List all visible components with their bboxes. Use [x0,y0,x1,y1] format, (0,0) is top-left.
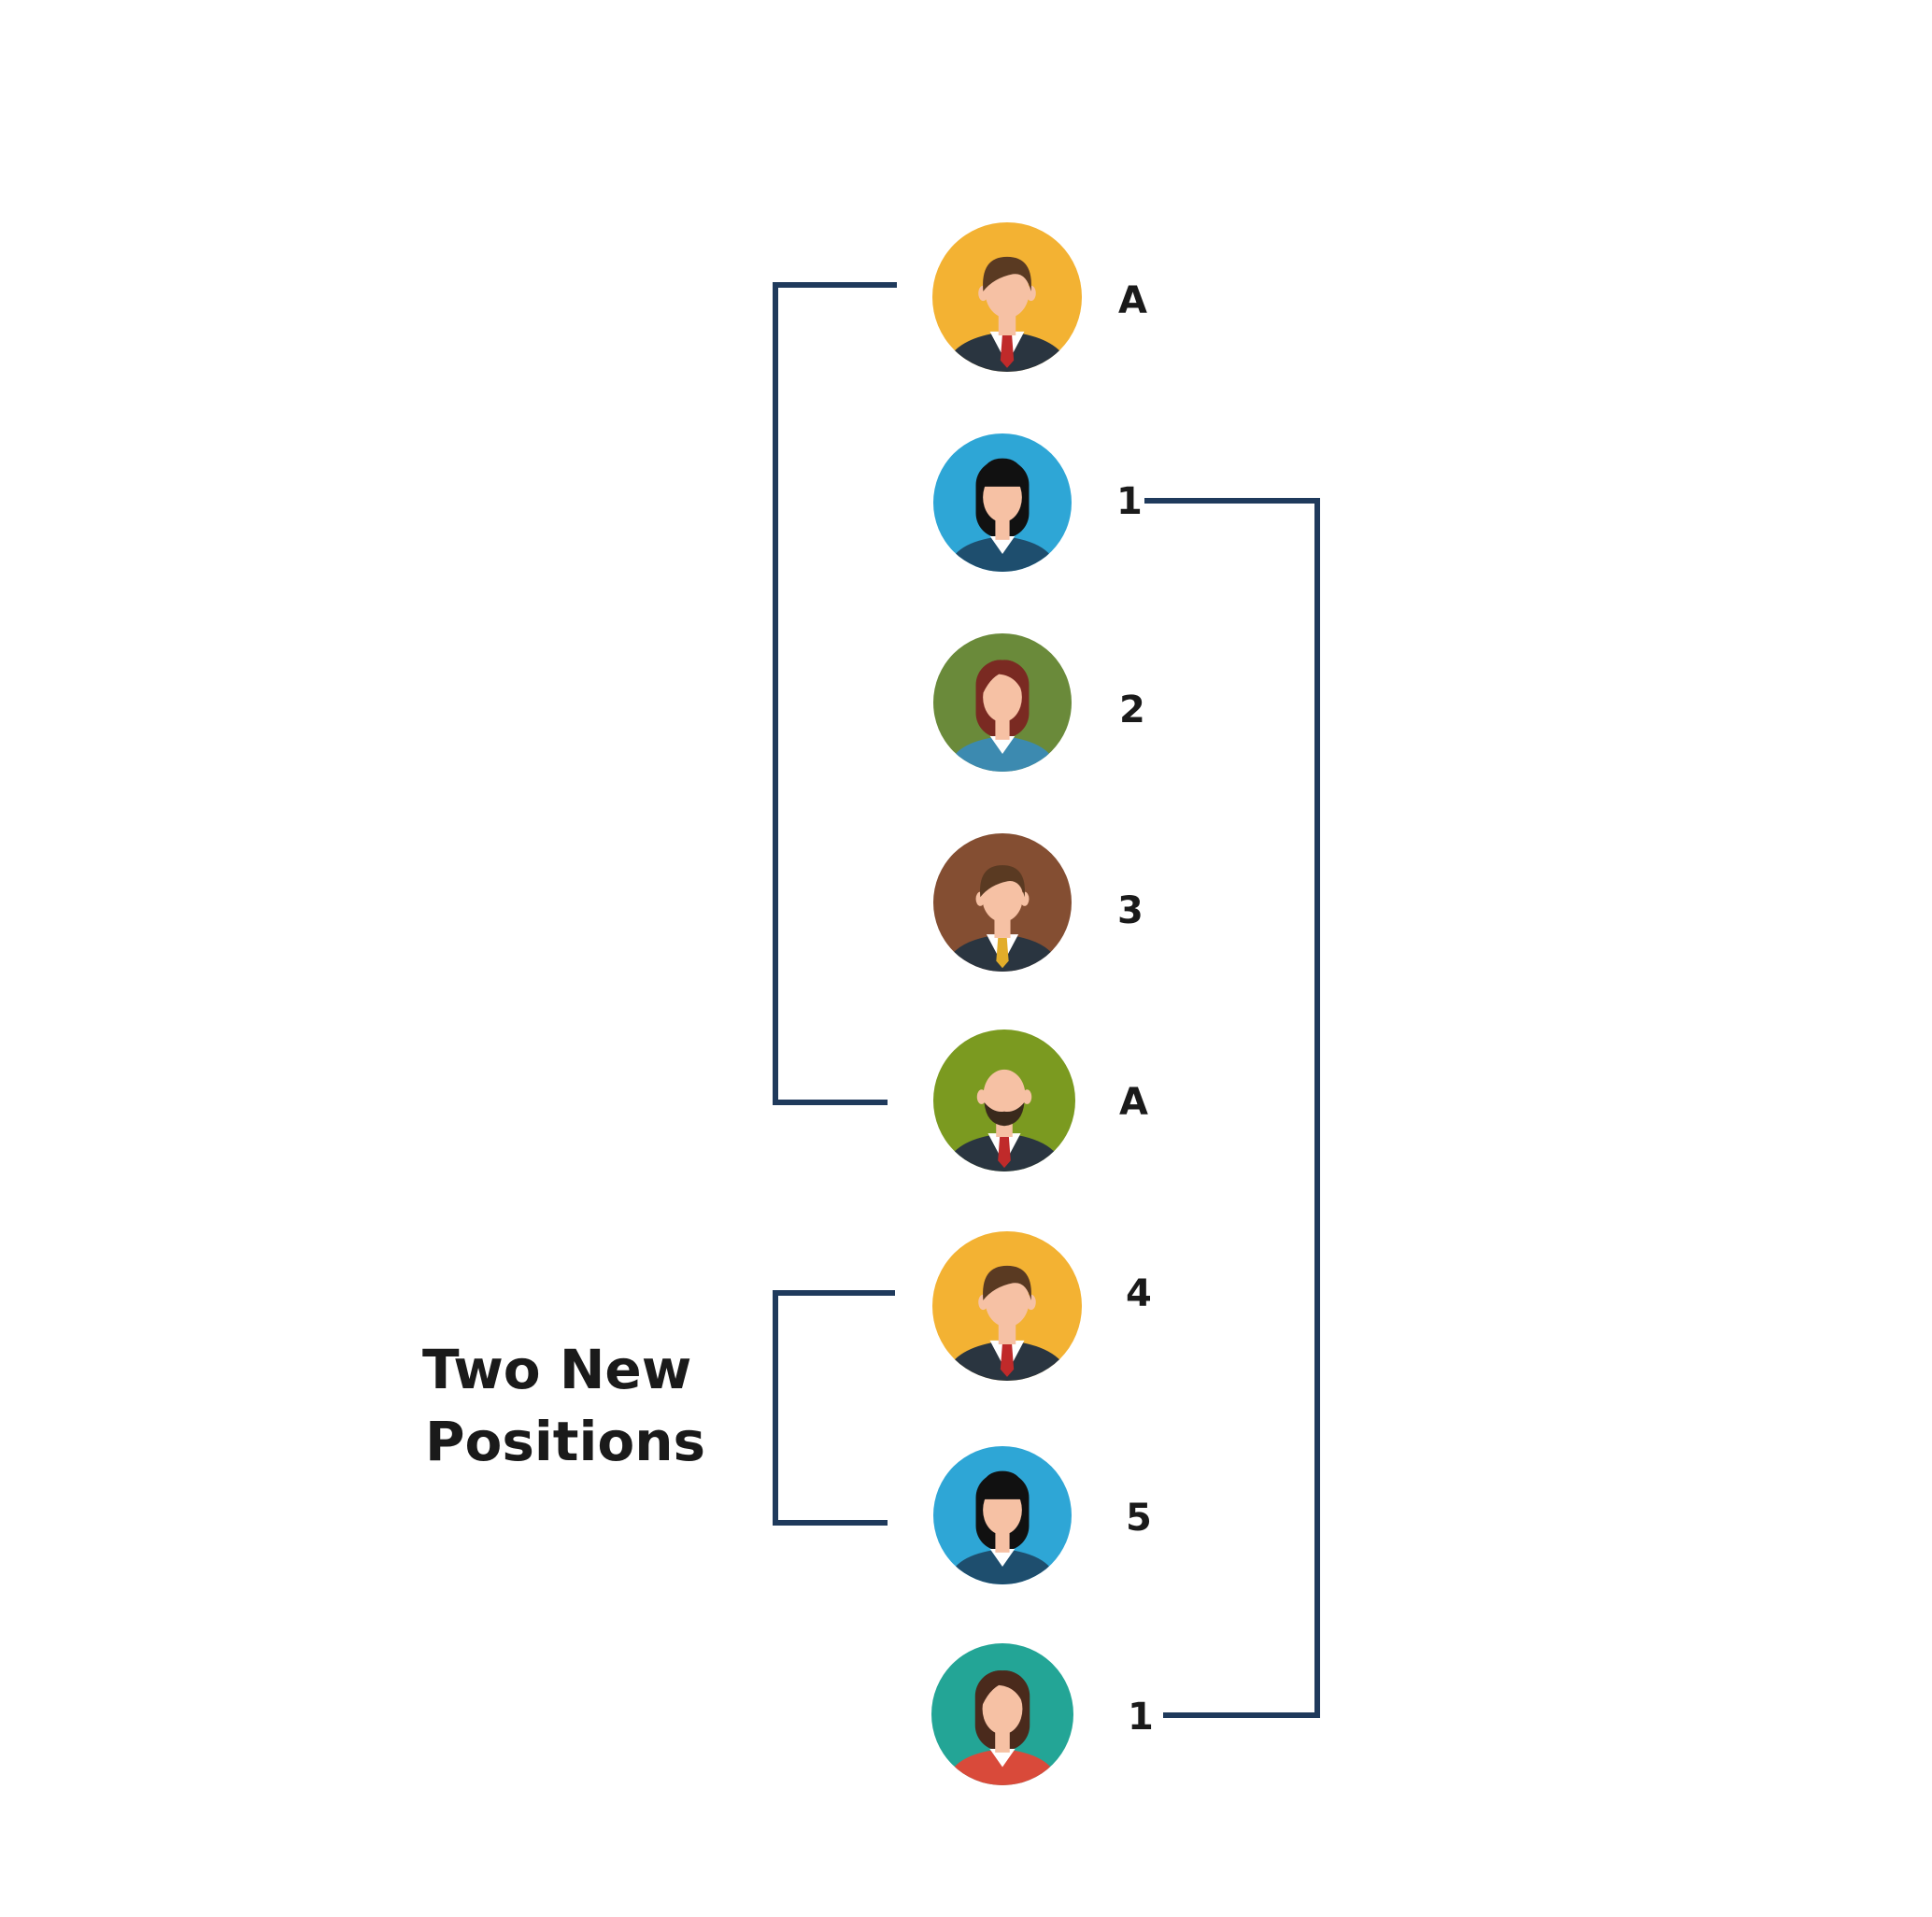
tie [998,1136,1011,1169]
collar [989,1549,1016,1568]
avatar-4 [933,833,1072,972]
hair-bangs [979,458,1026,494]
person-label-5: 5 [1126,1497,1152,1540]
avatar-2 [933,433,1072,572]
neck [998,1321,1016,1345]
two-new-positions-line1: Two New [422,1338,692,1401]
person-label-2: 2 [1119,689,1145,731]
hair [983,256,1031,291]
neck [995,518,1010,540]
face [982,1683,1023,1735]
two-new-positions-line2: Positions [425,1410,706,1473]
person-label-1-top: 1 [1116,480,1143,523]
collar [989,536,1016,555]
bracket-a-to-a [773,282,897,1105]
person-label-a-bottom: A [1119,1081,1148,1124]
hair-bangs [979,1470,1026,1507]
hair-part [978,1670,1027,1714]
hair-part [978,660,1027,703]
avatar-5 [933,1030,1075,1172]
avatar-column [931,222,1082,1785]
avatar-1 [932,222,1082,372]
hair [983,1265,1031,1300]
neck [995,1531,1010,1553]
bracket-new-positions [773,1290,895,1526]
neck [994,916,1011,938]
collar [989,736,1016,755]
person-label-4: 4 [1126,1272,1152,1315]
avatar-3 [933,633,1072,772]
neck [998,312,1016,336]
tie [1000,1344,1015,1377]
beard [984,1101,1025,1127]
neck [995,718,1010,740]
face [983,1069,1026,1121]
neck [995,1730,1010,1753]
bracket-1-to-1 [1144,498,1320,1718]
tie [1000,335,1015,368]
face [983,672,1022,722]
collar [989,1749,1016,1768]
person-label-1-bottom: 1 [1128,1696,1154,1739]
avatar-6 [932,1231,1082,1381]
person-label-a-top: A [1118,279,1147,322]
hair [980,865,1025,898]
avatar-7 [933,1446,1072,1584]
person-label-3: 3 [1117,889,1144,932]
avatar-8 [931,1643,1073,1785]
tie [996,937,1009,969]
